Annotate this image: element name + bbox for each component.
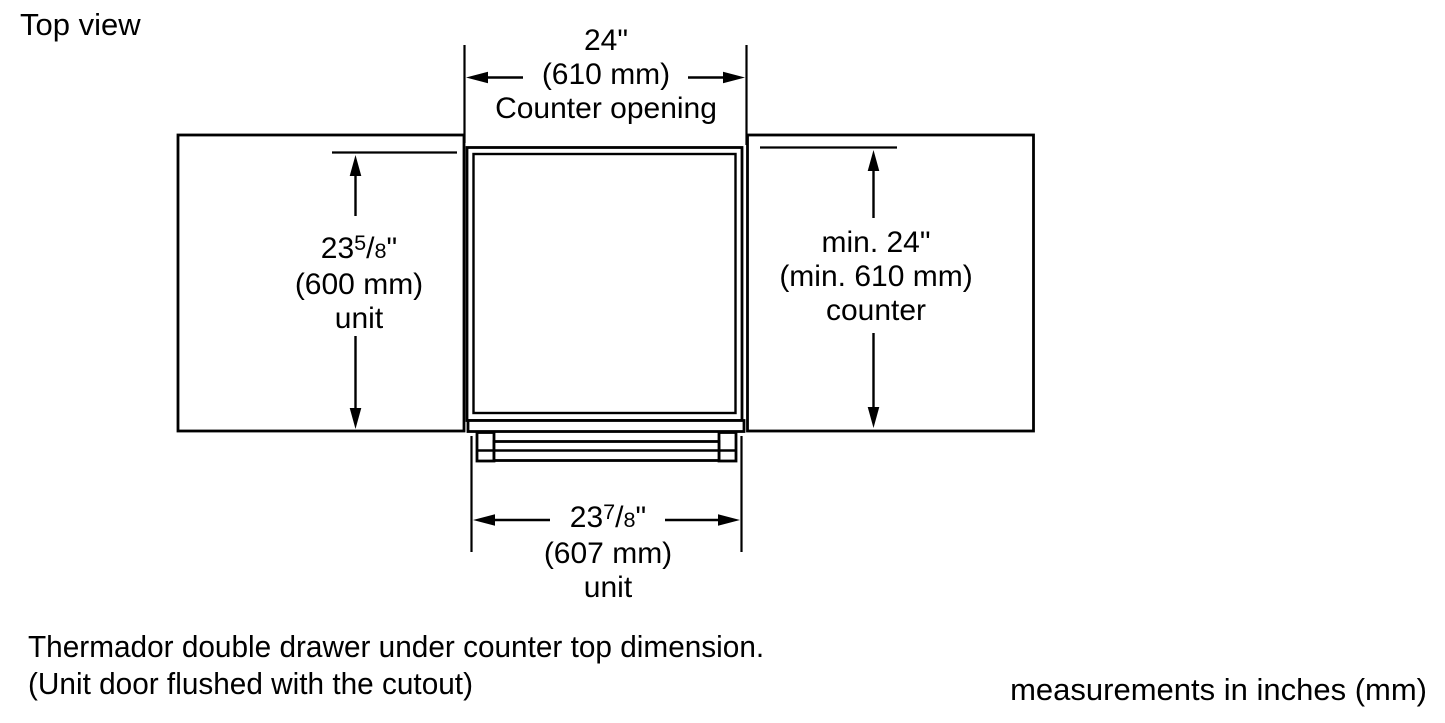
unit-depth-mm: (600 mm) <box>294 268 424 302</box>
right-dim-arrowhead-down <box>867 407 880 428</box>
handle-bracket-right <box>717 431 738 463</box>
door-front <box>466 419 746 433</box>
caption-line-2: (Unit door flushed with the cutout) <box>28 666 473 701</box>
counter-depth-inches: min. 24" <box>821 226 931 259</box>
right-counter-outline <box>746 133 1035 433</box>
handle-bracket-left <box>475 431 496 463</box>
measurement-units-note: measurements in inches (mm) <box>1010 672 1427 707</box>
top-dim-arrowhead-right <box>723 71 745 84</box>
left-counter-outline <box>176 133 466 433</box>
unit-outer-outline <box>465 146 744 422</box>
unit-width-inches: 237/8" <box>569 499 647 535</box>
unit-inner-outline <box>472 152 737 415</box>
unit-width-mm: (607 mm) <box>543 537 673 571</box>
caption-line-1: Thermador double drawer under counter to… <box>28 629 765 664</box>
counter-depth-mm: (min. 610 mm) <box>779 260 973 293</box>
diagram-title: Top view <box>20 7 141 42</box>
counter-depth-dimension: min. 24" (min. 610 mm) counter <box>779 226 972 328</box>
unit-width-label: unit <box>583 571 633 605</box>
counter-opening-dimension: 24" (610 mm) Counter opening <box>495 24 717 126</box>
left-dim-arrowhead-up <box>349 155 362 176</box>
bottom-dim-arrowhead-right <box>718 514 740 526</box>
counter-opening-label: Counter opening <box>495 92 717 125</box>
counter-depth-label: counter <box>825 294 927 327</box>
bottom-dim-arrowhead-left <box>473 514 495 526</box>
counter-opening-inches: 24" <box>583 24 629 57</box>
left-dim-arrowhead-down <box>349 408 362 429</box>
unit-depth-label: unit <box>334 302 384 336</box>
top-dim-arrowhead-left <box>466 71 488 84</box>
unit-depth-dimension: 235/8" (600 mm) unit <box>295 226 423 336</box>
counter-opening-mm: (610 mm) <box>541 58 671 91</box>
right-dim-arrowhead-up <box>867 150 880 171</box>
unit-width-dimension: 237/8" (607 mm) unit <box>544 495 672 605</box>
unit-depth-inches: 235/8" <box>320 230 398 266</box>
diagram-caption: Thermador double drawer under counter to… <box>28 628 764 702</box>
